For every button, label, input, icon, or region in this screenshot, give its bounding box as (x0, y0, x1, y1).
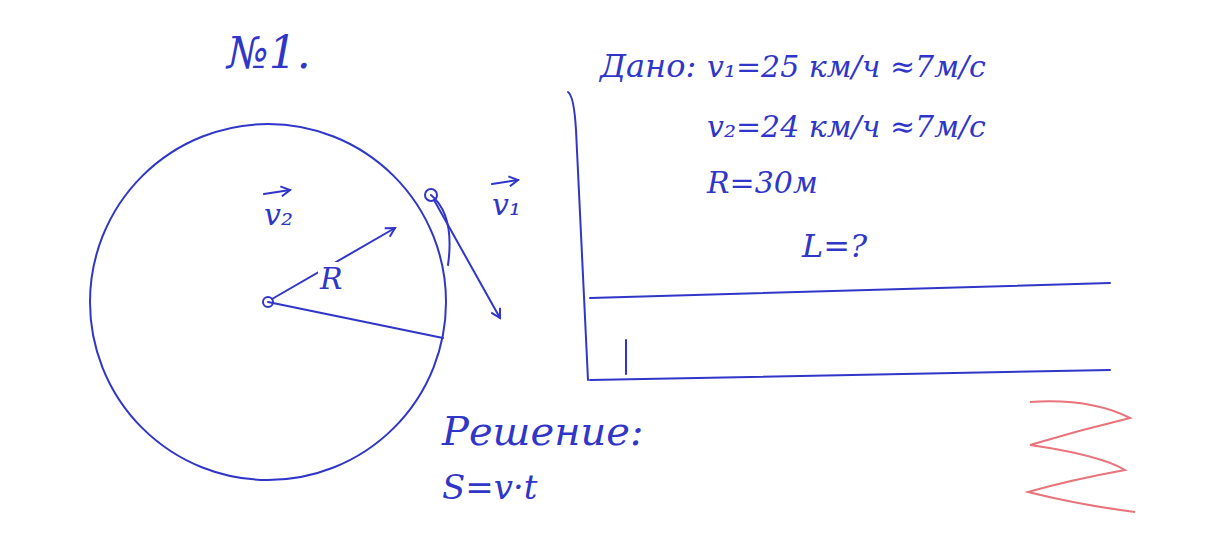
given-value: v₂=24 км/ч ≈7м/с (705, 110, 988, 145)
frame-line (568, 92, 588, 380)
frame-line (590, 283, 1110, 298)
solution-heading: Решение: (440, 408, 645, 454)
vector-arrow (492, 180, 518, 184)
radius-label: R (318, 262, 345, 297)
given-value: v₁=25 км/ч ≈7м/с (705, 50, 988, 85)
velocity-vector (272, 228, 395, 299)
vector-label: v₂ (262, 198, 295, 233)
radius-line (268, 302, 443, 338)
vector-label: v₁ (490, 188, 523, 223)
tangent-arc (431, 195, 450, 265)
formula: S=v·t (440, 468, 539, 507)
red-scribble (1028, 401, 1135, 512)
trajectory-circle (90, 124, 446, 480)
unknown-value: L=? (800, 228, 869, 265)
frame-line (590, 370, 1110, 380)
velocity-vector (434, 200, 500, 318)
given-value: R=30м (705, 166, 820, 201)
frame-tick (625, 340, 627, 374)
problem-number: №1. (225, 28, 313, 79)
given-heading: Дано: (598, 48, 698, 85)
vector-arrow (264, 190, 290, 194)
